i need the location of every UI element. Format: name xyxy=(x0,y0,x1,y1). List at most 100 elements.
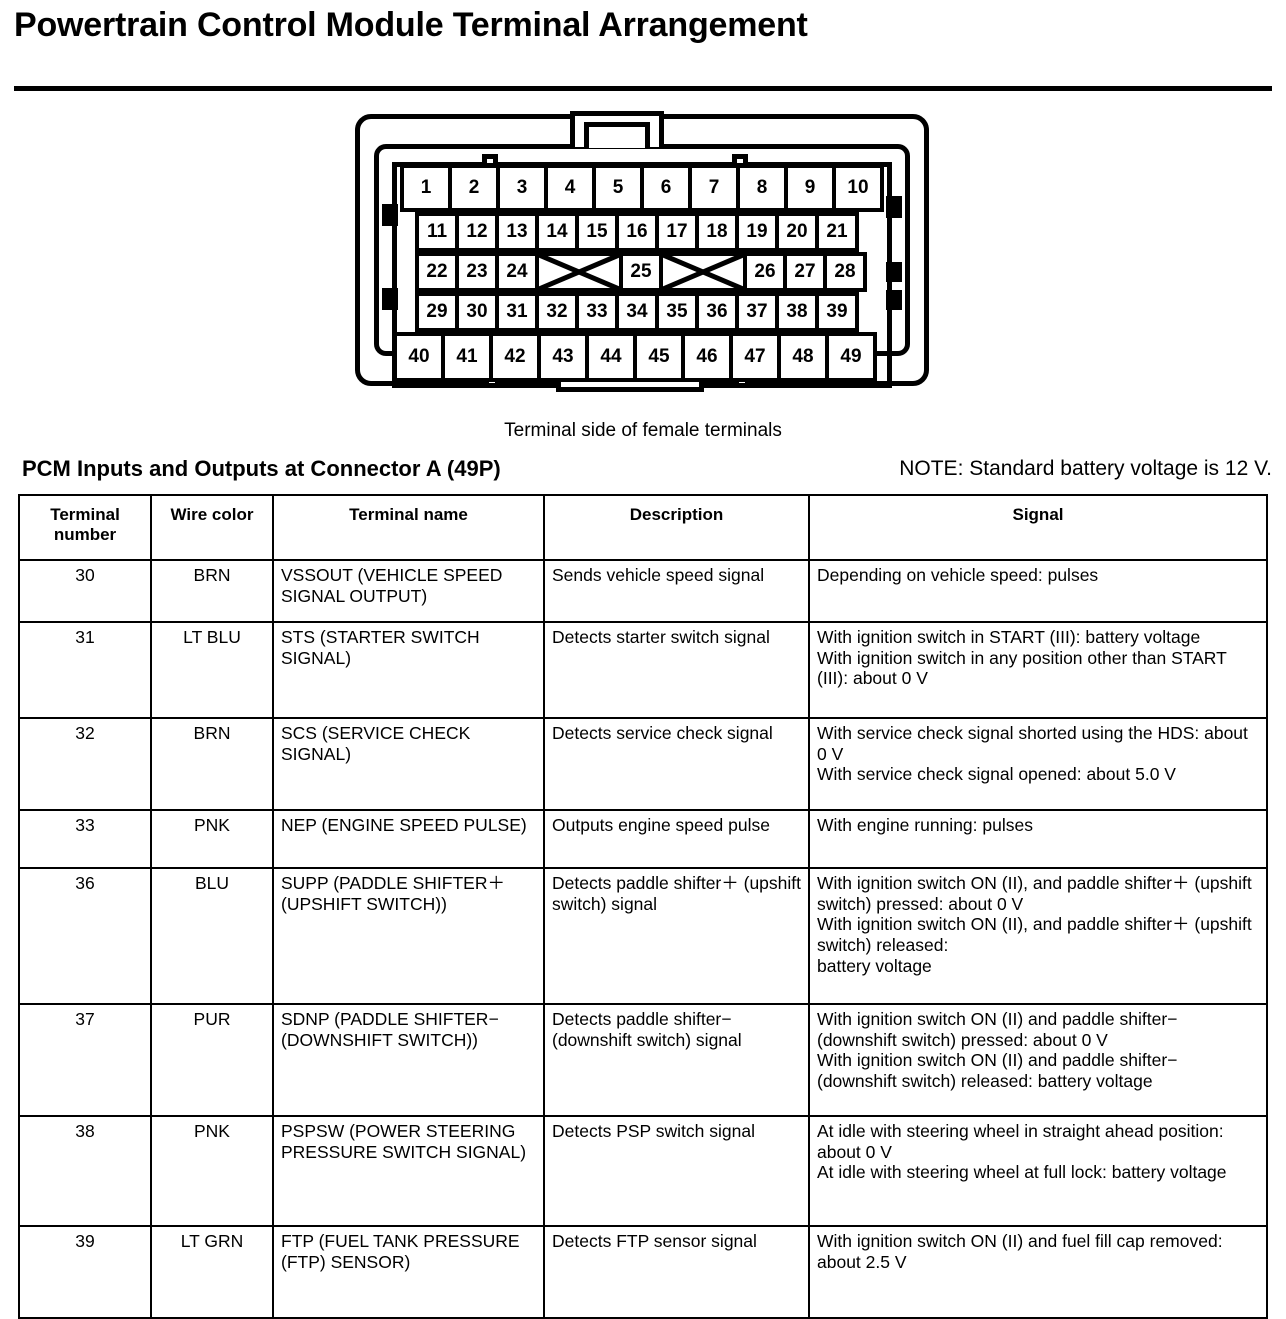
battery-voltage-note: NOTE: Standard battery voltage is 12 V. xyxy=(899,457,1272,480)
pin-7: 7 xyxy=(688,164,740,212)
header-terminal-number-line2: number xyxy=(53,525,117,545)
pin-15: 15 xyxy=(575,212,619,252)
pin-23: 23 xyxy=(455,252,499,292)
cell-wire-color: BRN xyxy=(150,717,274,812)
header-terminal-number-line1: Terminal xyxy=(50,505,120,524)
cell-wire-color: PNK xyxy=(150,1115,274,1228)
pin-40: 40 xyxy=(393,332,445,382)
left-side-tab-upper xyxy=(382,204,398,226)
cell-wire-color: BLU xyxy=(150,867,274,1006)
pin-16: 16 xyxy=(615,212,659,252)
pin-2: 2 xyxy=(448,164,500,212)
header-wire-color: Wire color xyxy=(150,493,274,562)
cell-signal: At idle with steering wheel in straight … xyxy=(808,1115,1268,1228)
diagram-caption: Terminal side of female terminals xyxy=(504,420,782,441)
pin-44: 44 xyxy=(585,332,637,382)
table-head: Terminal number Wire color Terminal name… xyxy=(18,493,1268,562)
pin-13: 13 xyxy=(495,212,539,252)
pin-4: 4 xyxy=(544,164,596,212)
pin-30: 30 xyxy=(455,292,499,332)
pin-32: 32 xyxy=(535,292,579,332)
cell-signal: With ignition switch ON (II) and paddle … xyxy=(808,1003,1268,1118)
cell-terminal-name: SUPP (PADDLE SHIFTER＋ (UPSHIFT SWITCH)) xyxy=(272,867,545,1006)
cell-wire-color: LT BLU xyxy=(150,621,274,720)
pin-1: 1 xyxy=(400,164,452,212)
cell-terminal-name: NEP (ENGINE SPEED PULSE) xyxy=(272,809,545,870)
pcm-io-table: Terminal number Wire color Terminal name… xyxy=(18,493,1268,1319)
pin-45: 45 xyxy=(633,332,685,382)
pin-3: 3 xyxy=(496,164,548,212)
cell-terminal-name: SCS (SERVICE CHECK SIGNAL) xyxy=(272,717,545,812)
pin-36: 36 xyxy=(695,292,739,332)
cell-terminal-number: 39 xyxy=(18,1225,152,1319)
cell-signal: With service check signal shorted using … xyxy=(808,717,1268,812)
pin-29: 29 xyxy=(415,292,459,332)
cell-description: Detects starter switch signal xyxy=(543,621,810,720)
cell-terminal-number: 38 xyxy=(18,1115,152,1228)
pin-9: 9 xyxy=(784,164,836,212)
pin-49: 49 xyxy=(825,332,877,382)
cell-terminal-number: 37 xyxy=(18,1003,152,1118)
cell-description: Detects service check signal xyxy=(543,717,810,812)
cell-terminal-number: 32 xyxy=(18,717,152,812)
header-terminal-number: Terminal number xyxy=(18,493,152,562)
header-description: Description xyxy=(543,493,810,562)
pin-34: 34 xyxy=(615,292,659,332)
right-side-tab-mid xyxy=(886,262,902,282)
pin-17: 17 xyxy=(655,212,699,252)
cell-wire-color: LT GRN xyxy=(150,1225,274,1319)
pin-12: 12 xyxy=(455,212,499,252)
pin-33: 33 xyxy=(575,292,619,332)
cell-terminal-number: 31 xyxy=(18,621,152,720)
cell-terminal-number: 36 xyxy=(18,867,152,1006)
cell-terminal-name: SDNP (PADDLE SHIFTER− (DOWNSHIFT SWITCH)… xyxy=(272,1003,545,1118)
title-divider xyxy=(14,86,1272,91)
cell-terminal-number: 33 xyxy=(18,809,152,870)
cell-description: Outputs engine speed pulse xyxy=(543,809,810,870)
pin-38: 38 xyxy=(775,292,819,332)
pin-10: 10 xyxy=(832,164,884,212)
pin-21: 21 xyxy=(815,212,859,252)
pin-11: 11 xyxy=(415,212,459,252)
pin-14: 14 xyxy=(535,212,579,252)
cell-signal: Depending on vehicle speed: pulses xyxy=(808,559,1268,624)
cell-signal: With ignition switch ON (II), and paddle… xyxy=(808,867,1268,1006)
pin-46: 46 xyxy=(681,332,733,382)
right-side-tab-upper xyxy=(886,196,902,218)
pin-35: 35 xyxy=(655,292,699,332)
pin-22: 22 xyxy=(415,252,459,292)
pin-47: 47 xyxy=(729,332,781,382)
pin-6: 6 xyxy=(640,164,692,212)
pin-26: 26 xyxy=(743,252,787,292)
pin-20: 20 xyxy=(775,212,819,252)
pin-48: 48 xyxy=(777,332,829,382)
cell-signal: With ignition switch ON (II) and fuel fi… xyxy=(808,1225,1268,1319)
pin-blank xyxy=(535,252,623,292)
left-side-tab-lower xyxy=(382,288,398,310)
cell-terminal-name: VSSOUT (VEHICLE SPEED SIGNAL OUTPUT) xyxy=(272,559,545,624)
cell-description: Detects PSP switch signal xyxy=(543,1115,810,1228)
cell-terminal-name: FTP (FUEL TANK PRESSURE (FTP) SENSOR) xyxy=(272,1225,545,1319)
cell-terminal-number: 30 xyxy=(18,559,152,624)
pin-43: 43 xyxy=(537,332,589,382)
cell-terminal-name: STS (STARTER SWITCH SIGNAL) xyxy=(272,621,545,720)
page-title: Powertrain Control Module Terminal Arran… xyxy=(14,6,808,44)
pin-37: 37 xyxy=(735,292,779,332)
section-heading: PCM Inputs and Outputs at Connector A (4… xyxy=(22,456,501,481)
cell-terminal-name: PSPSW (POWER STEERING PRESSURE SWITCH SI… xyxy=(272,1115,545,1228)
pin-19: 19 xyxy=(735,212,779,252)
cell-description: Detects paddle shifter＋ (upshift switch)… xyxy=(543,867,810,1006)
right-side-tab-lower xyxy=(886,290,902,310)
cell-signal: With ignition switch in START (III): bat… xyxy=(808,621,1268,720)
